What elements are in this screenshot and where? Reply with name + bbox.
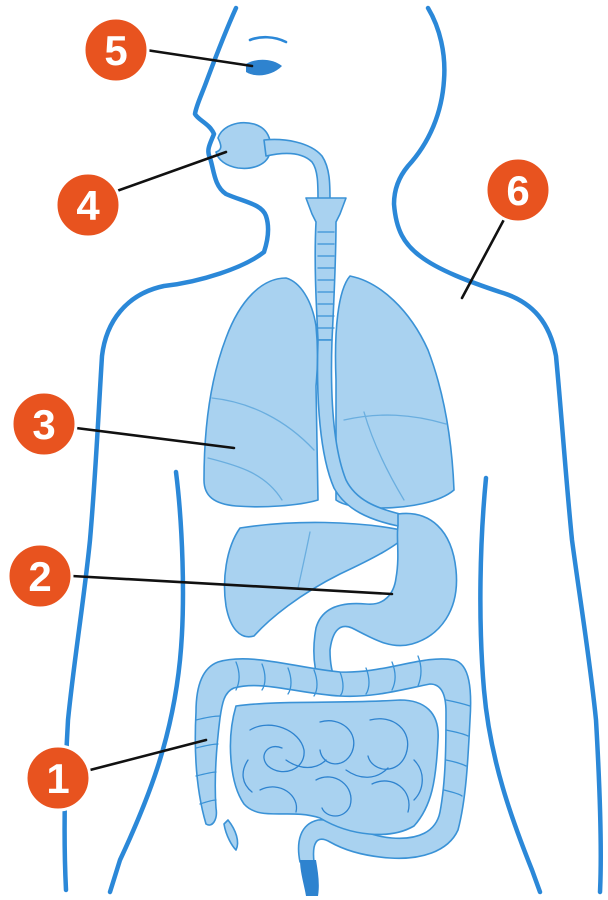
- rectum: [300, 860, 319, 896]
- marker-2-label: 2: [28, 553, 51, 600]
- marker-1: 1: [26, 746, 90, 810]
- left-inner-arm: [110, 472, 183, 892]
- marker-3: 3: [12, 392, 76, 456]
- marker-5: 5: [84, 18, 148, 82]
- marker-6: 6: [486, 158, 550, 222]
- small-intestine: [230, 700, 438, 834]
- eye: [246, 37, 286, 75]
- leader-line-1: [90, 740, 206, 770]
- small-intestine-mass: [230, 700, 438, 834]
- appendix: [224, 820, 238, 850]
- marker-1-label: 1: [46, 755, 69, 802]
- right-inner-arm: [480, 478, 540, 892]
- marker-5-label: 5: [104, 27, 127, 74]
- marker-6-label: 6: [506, 167, 529, 214]
- marker-4: 4: [56, 173, 120, 237]
- leader-line-4: [114, 152, 226, 192]
- eyebrow: [250, 37, 286, 42]
- mouth-cavity: [216, 123, 270, 169]
- marker-2: 2: [8, 544, 72, 608]
- pharynx: [264, 140, 330, 200]
- leader-line-5: [146, 50, 252, 66]
- eye-shape: [246, 60, 282, 76]
- marker-3-label: 3: [32, 401, 55, 448]
- marker-4-label: 4: [76, 182, 100, 229]
- left-lung: [204, 278, 318, 507]
- right-lung: [336, 276, 454, 508]
